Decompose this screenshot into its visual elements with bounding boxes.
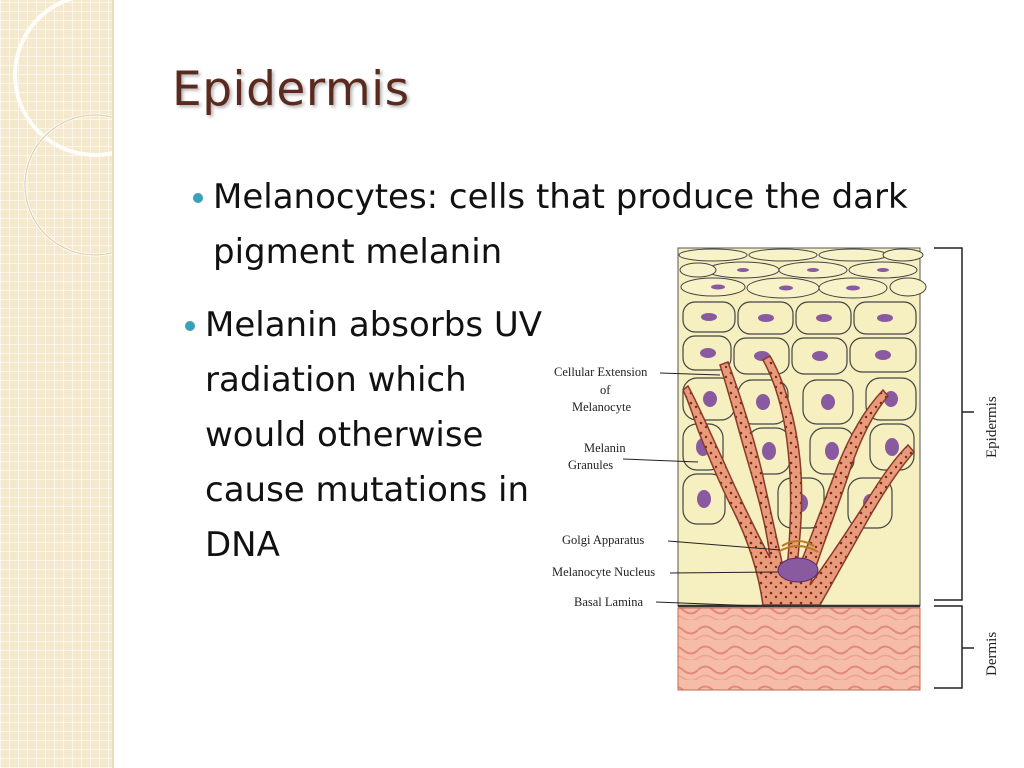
label-epidermis: Epidermis: [984, 396, 1000, 458]
melanocyte: [682, 354, 915, 606]
bullet-dot: [193, 193, 203, 203]
label-granules: Granules: [568, 458, 613, 472]
label-cellular-extension-of: of: [600, 383, 611, 397]
surface-nuclei: [711, 268, 889, 291]
label-golgi-apparatus: Golgi Apparatus: [562, 533, 644, 547]
melanocyte-nucleus: [777, 557, 819, 583]
bullet-dot: [185, 321, 195, 331]
spinous-nuclei: [700, 313, 893, 361]
bullet-text: Melanin absorbs UV radiation which would…: [205, 305, 543, 565]
bullet-melanin: Melanin absorbs UV radiation which would…: [185, 298, 550, 573]
dermis-layer: [677, 607, 921, 691]
label-melanin: Melanin: [584, 441, 626, 455]
label-basal-lamina: Basal Lamina: [574, 595, 644, 609]
leader-lines: [622, 372, 781, 607]
label-cellular-extension: Cellular Extension: [554, 365, 648, 379]
layer-brackets: [934, 247, 974, 689]
golgi-apparatus: [777, 540, 819, 553]
slide-title: Epidermis: [172, 62, 410, 117]
label-dermis: Dermis: [984, 632, 1000, 676]
bullet-text: Melanocytes: cells that produce the dark…: [213, 177, 908, 272]
bullet-melanocytes: Melanocytes: cells that produce the dark…: [193, 170, 993, 280]
label-cellular-extension-melanocyte: Melanocyte: [572, 400, 631, 414]
decorative-sidebar: [0, 0, 114, 768]
label-melanocyte-nucleus: Melanocyte Nucleus: [552, 565, 655, 579]
decorative-circles: [13, 0, 112, 257]
skin-layer-diagram: Cellular Extension of Melanocyte Melanin…: [552, 247, 1000, 691]
